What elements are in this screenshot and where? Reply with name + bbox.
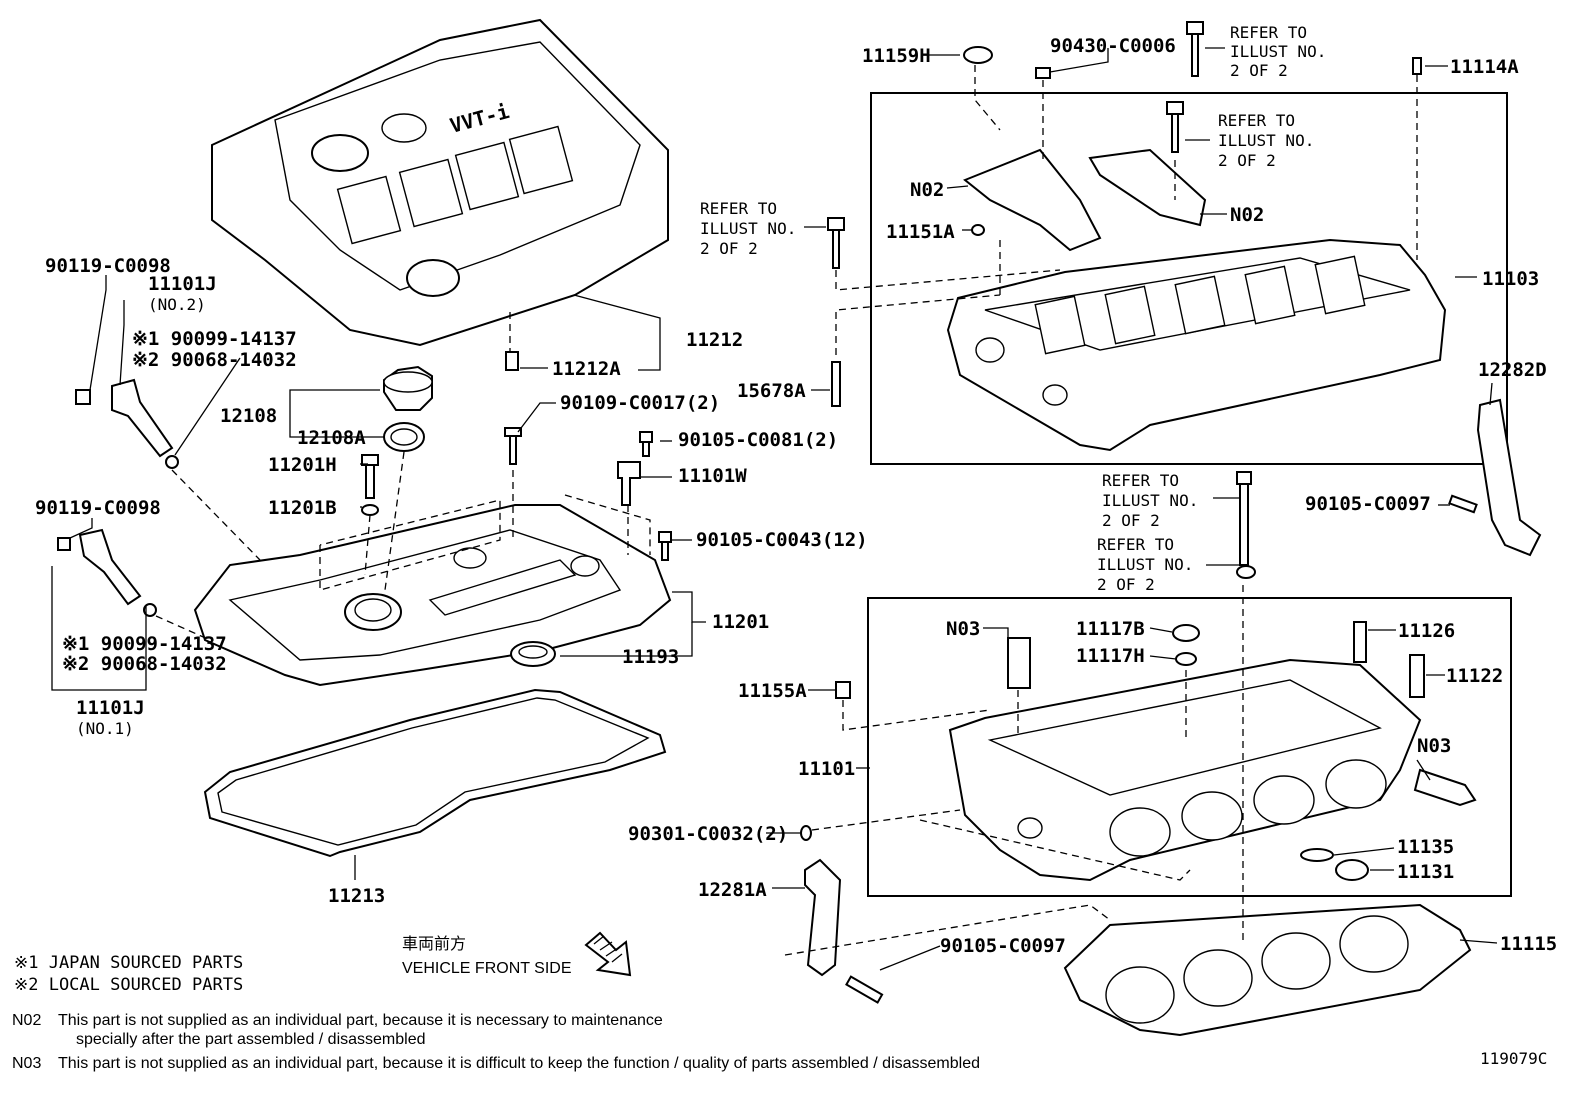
refer-5-line-3: 2 OF 2	[1097, 575, 1155, 594]
cylinder-head	[948, 658, 1422, 882]
label-90105-0043: 90105-C0043(12)	[696, 529, 868, 551]
cylinder-head-small-parts	[800, 471, 1477, 881]
refer-3-line-2: ILLUST NO.	[700, 219, 796, 238]
refer-2-line-2: ILLUST NO.	[1218, 131, 1314, 150]
label-11213: 11213	[328, 885, 385, 907]
small-hardware-left	[361, 351, 672, 667]
figure-id: 119079C	[1480, 1049, 1547, 1068]
label-ref2-a: ※2 90068-14032	[132, 349, 297, 371]
note-n02-line1: This part is not supplied as an individu…	[58, 1012, 663, 1029]
label-11151A: 11151A	[886, 221, 955, 243]
label-90105-0097-b: 90105-C0097	[940, 935, 1066, 957]
label-11122: 11122	[1446, 665, 1503, 687]
label-11212A: 11212A	[552, 358, 621, 380]
label-11101: 11101	[798, 758, 855, 780]
label-11101J-no1: 11101J	[76, 697, 145, 719]
camshaft-housing	[946, 238, 1447, 452]
note-n03-line1: This part is not supplied as an individu…	[58, 1055, 980, 1072]
refer-blocks: REFER TO ILLUST NO. 2 OF 2 REFER TO ILLU…	[700, 23, 1326, 594]
refer-4-line-3: 2 OF 2	[1102, 511, 1160, 530]
dashed-assembly-lines	[155, 65, 1418, 956]
engine-cover: VVT-i	[211, 18, 669, 347]
note-n02-line2: specially after the part assembled / dis…	[76, 1031, 426, 1048]
refer-1-line-1: REFER TO	[1230, 23, 1307, 42]
vehicle-front-arrow-icon	[584, 931, 632, 977]
label-no1: (NO.1)	[76, 719, 134, 738]
refer-1-line-2: ILLUST NO.	[1230, 42, 1326, 61]
label-90301: 90301-C0032(2)	[628, 823, 788, 845]
refer-3-line-3: 2 OF 2	[700, 239, 758, 258]
label-11103: 11103	[1482, 268, 1539, 290]
label-n02-a: N02	[910, 179, 944, 201]
label-ref2-b: ※2 90068-14032	[62, 653, 227, 675]
label-12281A: 12281A	[698, 879, 767, 901]
label-90105-0081: 90105-C0081(2)	[678, 429, 838, 451]
front-side-en: VEHICLE FRONT SIDE	[402, 960, 572, 977]
label-11101W: 11101W	[678, 465, 747, 487]
label-11212: 11212	[686, 329, 743, 351]
label-n03-b: N03	[1417, 735, 1451, 757]
refer-1-line-3: 2 OF 2	[1230, 61, 1288, 80]
engine-hangers	[804, 398, 1542, 1004]
refer-5-line-2: ILLUST NO.	[1097, 555, 1193, 574]
refer-3-line-1: REFER TO	[700, 199, 777, 218]
label-11201B: 11201B	[268, 497, 337, 519]
note-n03-code: N03	[12, 1055, 41, 1072]
legend-japan: ※1 JAPAN SOURCED PARTS	[14, 953, 243, 973]
refer-2-line-3: 2 OF 2	[1218, 151, 1276, 170]
label-90119-top: 90119-C0098	[45, 255, 171, 277]
cylinder-head-cover	[193, 504, 672, 687]
note-n02-code: N02	[12, 1012, 41, 1029]
label-90105-0097-r: 90105-C0097	[1305, 493, 1431, 515]
refer-4-line-1: REFER TO	[1102, 471, 1179, 490]
label-90109: 90109-C0017(2)	[560, 392, 720, 414]
leader-lines	[51, 47, 1498, 971]
label-90119-bot: 90119-C0098	[35, 497, 161, 519]
label-12108A: 12108A	[297, 427, 366, 449]
label-90430: 90430-C0006	[1050, 35, 1176, 57]
front-side-jp: 車両前方	[402, 935, 466, 953]
label-11114A: 11114A	[1450, 56, 1519, 78]
oil-control-valve-no2	[75, 378, 179, 469]
label-11117H: 11117H	[1076, 645, 1145, 667]
label-11126: 11126	[1398, 620, 1455, 642]
label-ref1-b: ※1 90099-14137	[62, 633, 227, 655]
label-12282D: 12282D	[1478, 359, 1547, 381]
refer-4-line-2: ILLUST NO.	[1102, 491, 1198, 510]
camshaft-housing-frame	[870, 92, 1508, 465]
label-11135: 11135	[1397, 836, 1454, 858]
label-11131: 11131	[1397, 861, 1454, 883]
head-gasket	[1063, 903, 1472, 1037]
label-no2: (NO.2)	[148, 295, 206, 314]
cylinder-head-frame	[867, 597, 1512, 897]
label-11115: 11115	[1500, 933, 1557, 955]
label-11101J-no2: 11101J	[148, 273, 217, 295]
label-ref1-a: ※1 90099-14137	[132, 328, 297, 350]
label-12108: 12108	[220, 405, 277, 427]
label-11201: 11201	[712, 611, 769, 633]
oil-control-valve-no1	[57, 528, 157, 617]
label-n02-b: N02	[1230, 204, 1264, 226]
label-n03-a: N03	[946, 618, 980, 640]
refer-2-line-1: REFER TO	[1218, 111, 1295, 130]
label-11155A: 11155A	[738, 680, 807, 702]
refer-5-line-1: REFER TO	[1097, 535, 1174, 554]
label-11159H: 11159H	[862, 45, 931, 67]
camshaft-bearing-caps	[827, 21, 1422, 407]
part-labels: 90119-C0098 11101J (NO.2) ※1 90099-14137…	[35, 35, 1557, 1068]
label-11193: 11193	[622, 646, 679, 668]
legend-local: ※2 LOCAL SOURCED PARTS	[14, 975, 243, 995]
label-11117B: 11117B	[1076, 618, 1145, 640]
label-15678A: 15678A	[737, 380, 806, 402]
label-11201H: 11201H	[268, 454, 337, 476]
oil-filler-cap	[383, 365, 433, 452]
